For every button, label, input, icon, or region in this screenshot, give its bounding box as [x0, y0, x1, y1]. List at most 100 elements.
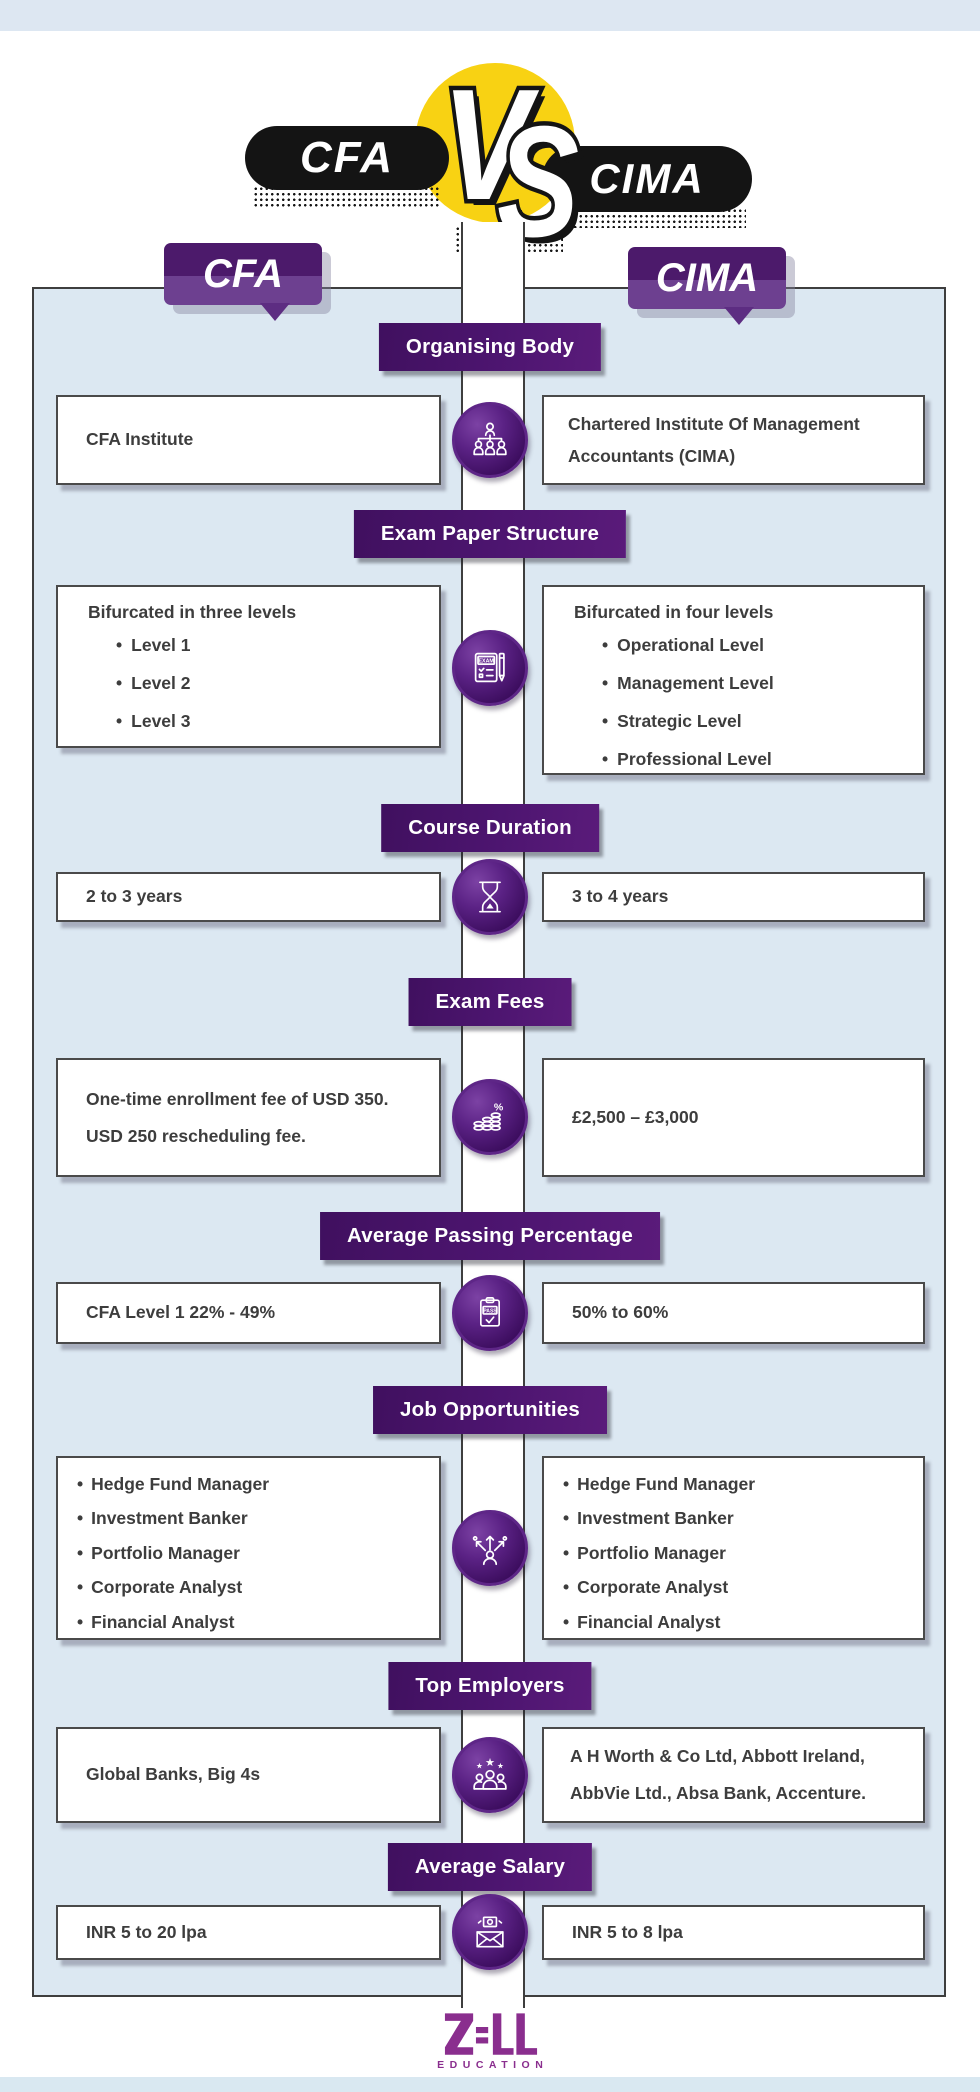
cfa-top-employers-card: Global Banks, Big 4s — [56, 1727, 441, 1823]
cima-exam-fees-text: £2,500 – £3,000 — [572, 1106, 699, 1127]
bullet-text: Operational Level — [617, 634, 764, 655]
section-heading-job-opportunities: Job Opportunities — [373, 1386, 607, 1434]
bullet-item: • Management Level — [602, 664, 923, 702]
bullet-text: Management Level — [617, 672, 774, 693]
cima-passing-percentage-card: 50% to 60% — [542, 1282, 925, 1344]
bullet-text: Level 1 — [131, 634, 191, 655]
bullet-text: Level 3 — [131, 710, 191, 731]
bullet-text: Strategic Level — [617, 710, 742, 731]
cfa-job-opportunities-card: • Hedge Fund Manager • Investment Banker • Po… — [56, 1456, 441, 1640]
cima-job-opportunities-list: •Hedge Fund Manager•Investment Banker•Po… — [544, 1458, 923, 1640]
bullet-item: • Portfolio Manager — [77, 1536, 439, 1571]
cfa-organising-body-text: CFA Institute — [86, 429, 194, 450]
bullet-item: •Level 3 — [116, 702, 439, 740]
employers-group-icon: ★ ★ ★ — [452, 1737, 528, 1813]
bullet-dot: • — [77, 1542, 84, 1563]
cima-organising-body-card: Chartered Institute Of Management Accoun… — [542, 395, 925, 485]
bullet-dot: • — [77, 1611, 84, 1632]
bullet-text: Portfolio Manager — [577, 1542, 726, 1563]
bullet-text: Investment Banker — [91, 1508, 248, 1529]
bullet-text: Financial Analyst — [577, 1611, 721, 1632]
bullet-dot: • — [563, 1473, 570, 1494]
column-cfa-label: CFA — [203, 251, 283, 296]
pass-clipboard-icon: PASS — [452, 1275, 528, 1351]
bullet-dot: • — [602, 634, 609, 655]
section-heading-exam-paper-structure: Exam Paper Structure — [353, 510, 627, 558]
bullet-item: • Corporate Analyst — [563, 1571, 923, 1606]
bullet-item: • Hedge Fund Manager — [77, 1467, 439, 1502]
cima-top-employers-card: A H Worth & Co Ltd, Abbott Ireland, AbbV… — [542, 1727, 925, 1823]
bullet-item: • Investment Banker — [563, 1502, 923, 1537]
cfa-exam-structure-title: Bifurcated in three levels — [88, 602, 297, 622]
cfa-passing-percentage-text: CFA Level 1 22% - 49% — [86, 1302, 276, 1323]
hourglass-icon — [452, 859, 528, 935]
top-strip — [0, 0, 980, 31]
bullet-item: •Level 2 — [116, 664, 439, 702]
fees-coins-icon: % — [452, 1079, 528, 1155]
svg-text:★: ★ — [498, 1762, 505, 1770]
career-paths-icon — [452, 1510, 528, 1586]
bullet-text: Portfolio Manager — [91, 1542, 240, 1563]
bullet-dot: • — [116, 634, 123, 655]
cfa-job-opportunities-list: • Hedge Fund Manager • Investment Banker • Po… — [58, 1458, 439, 1640]
exam-icon-label: EXAM — [479, 659, 495, 665]
bullet-dot: • — [602, 710, 609, 731]
cfa-exam-fees-text: One-time enrollment fee of USD 350. USD … — [86, 1088, 389, 1146]
bullet-text: Hedge Fund Manager — [91, 1473, 270, 1494]
cima-job-opportunities-card: •Hedge Fund Manager•Investment Banker•Po… — [542, 1456, 925, 1640]
bullet-dot: • — [77, 1577, 84, 1598]
salary-envelope-icon — [452, 1894, 528, 1970]
cima-exam-structure-title: Bifurcated in four levels — [574, 602, 774, 622]
bullet-item: • Level 1 — [116, 626, 439, 664]
cfa-average-salary-card: INR 5 to 20 lpa — [56, 1905, 441, 1960]
bullet-dot: • — [77, 1508, 84, 1529]
cima-top-employers-text: A H Worth & Co Ltd, Abbott Ireland, AbbV… — [570, 1746, 866, 1803]
bullet-dot: • — [563, 1508, 570, 1529]
section-heading-organising-body: Organising Body — [378, 323, 602, 371]
bullet-text: Investment Banker — [577, 1508, 734, 1529]
section-heading-top-employers: Top Employers — [388, 1662, 592, 1710]
vs-lettering: V S V S — [438, 53, 586, 253]
svg-text:★: ★ — [476, 1762, 483, 1770]
pass-icon-label: PASS — [483, 1308, 497, 1314]
zell-tagline: EDUCATION — [437, 2059, 549, 2071]
cima-average-salary-card: INR 5 to 8 lpa — [542, 1905, 925, 1960]
bullet-dot: • — [602, 672, 609, 693]
bullet-text: Corporate Analyst — [577, 1577, 729, 1598]
bullet-item: •Financial Analyst — [77, 1605, 439, 1640]
title-cfa-text: CFA — [300, 133, 394, 182]
section-heading-course-duration: Course Duration — [381, 804, 599, 852]
bullet-item: •Professional Level — [602, 740, 923, 778]
section-heading-exam-fees: Exam Fees — [408, 978, 572, 1026]
cima-exam-structure-list: • Operational Level • Management Level • Stra… — [544, 623, 923, 778]
zell-logo — [444, 2013, 538, 2055]
fees-icon-label: % — [494, 1101, 504, 1113]
org-chart-icon — [452, 402, 528, 478]
bullet-dot: • — [563, 1611, 570, 1632]
cfa-course-duration-text: 2 to 3 years — [86, 886, 183, 907]
title-pill-cima: CIMA — [542, 146, 752, 212]
cima-average-salary-text: INR 5 to 8 lpa — [572, 1921, 683, 1942]
section-heading-average-passing-percentage: Average Passing Percentage — [320, 1212, 660, 1260]
bullet-dot: • — [563, 1577, 570, 1598]
bullet-text: Professional Level — [617, 748, 772, 769]
cfa-exam-structure-list: • Level 1 •Level 2•Level 3 — [58, 623, 439, 740]
bullet-item: •Corporate Analyst — [77, 1571, 439, 1606]
section-heading-average-salary: Average Salary — [387, 1843, 593, 1891]
cima-course-duration-card: 3 to 4 years — [542, 872, 925, 922]
exam-paper-icon: EXAM — [452, 630, 528, 706]
cfa-organising-body-card: CFA Institute — [56, 395, 441, 485]
cfa-top-employers-text: Global Banks, Big 4s — [86, 1764, 261, 1785]
bullet-text: Level 2 — [131, 672, 191, 693]
bullet-dot: • — [77, 1473, 84, 1494]
cima-exam-fees-card: £2,500 – £3,000 — [542, 1058, 925, 1177]
bullet-item: • Operational Level — [602, 626, 923, 664]
halftone-dots-right — [556, 208, 746, 228]
column-header-cfa: CFA — [164, 243, 322, 321]
column-header-cima: CIMA — [628, 247, 786, 325]
halftone-dots-left — [253, 186, 441, 208]
cfa-exam-structure-card: Bifurcated in three levels • Level 1 •Leve… — [56, 585, 441, 748]
bullet-item: • Financial Analyst — [563, 1605, 923, 1640]
bullet-dot: • — [563, 1542, 570, 1563]
cima-organising-body-text: Chartered Institute Of Management Accoun… — [568, 413, 860, 466]
